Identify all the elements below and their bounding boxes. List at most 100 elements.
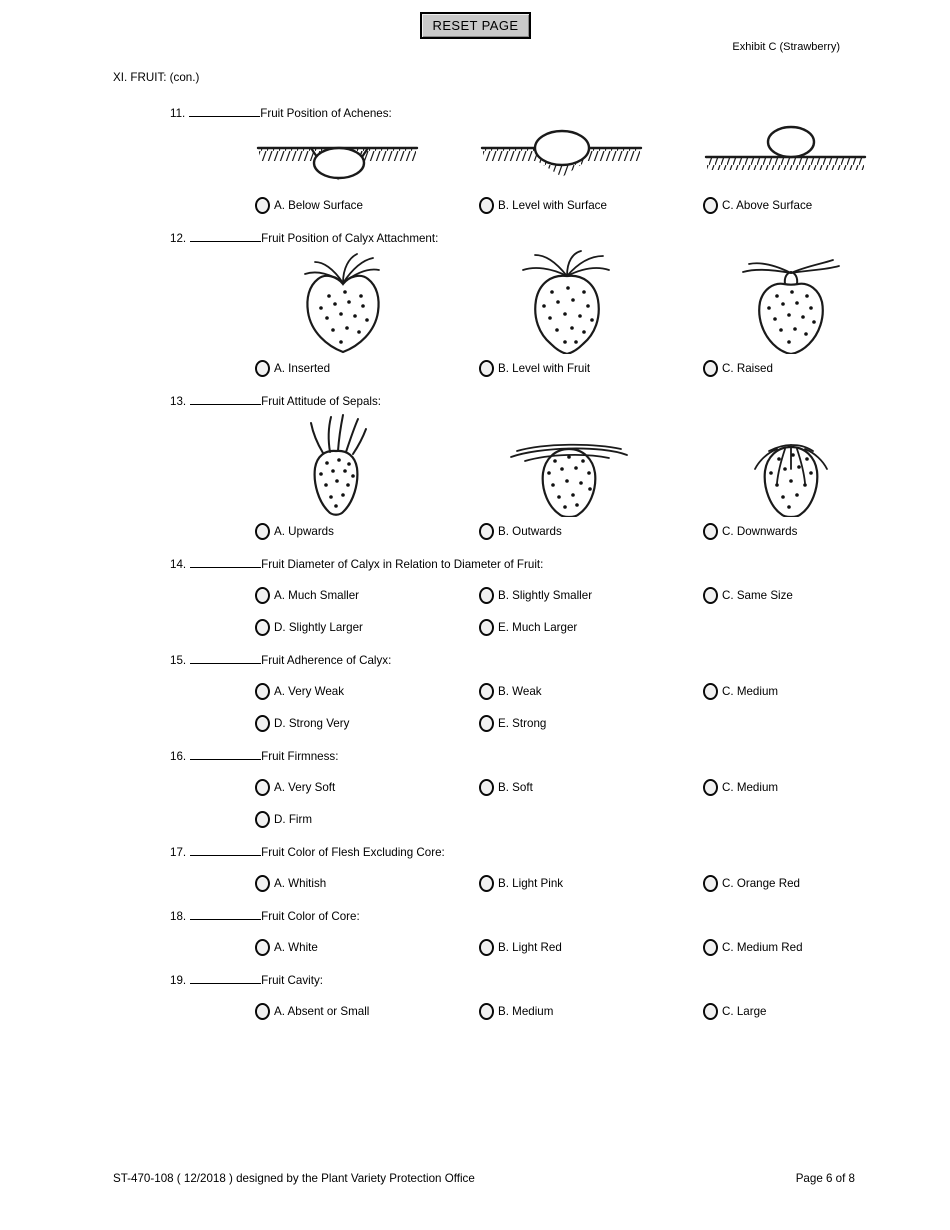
option-16c: C. Medium bbox=[703, 779, 927, 796]
question-11-title: 11.Fruit Position of Achenes: bbox=[170, 105, 950, 120]
question-14-title: 14.Fruit Diameter of Calyx in Relation t… bbox=[170, 556, 950, 571]
answer-field-13[interactable] bbox=[190, 393, 262, 405]
radio-17a[interactable] bbox=[255, 875, 270, 892]
radio-16b[interactable] bbox=[479, 779, 494, 796]
option-label: A. Very Weak bbox=[274, 685, 345, 698]
radio-18b[interactable] bbox=[479, 939, 494, 956]
option-13b: B. Outwards bbox=[479, 523, 703, 540]
radio-18c[interactable] bbox=[703, 939, 718, 956]
option-label: C. Large bbox=[722, 1005, 767, 1018]
option-label: A. Upwards bbox=[274, 525, 334, 538]
radio-16d[interactable] bbox=[255, 811, 270, 828]
answer-field-14[interactable] bbox=[190, 556, 262, 568]
strawberry-sepals-outwards-illustration bbox=[479, 411, 703, 517]
answer-field-18[interactable] bbox=[190, 908, 262, 920]
question-13-illustrations bbox=[255, 411, 950, 517]
question-number: 11. bbox=[170, 107, 186, 120]
radio-17c[interactable] bbox=[703, 875, 718, 892]
question-18: 18.Fruit Color of Core: A. White B. Ligh… bbox=[0, 908, 950, 956]
question-13-title: 13.Fruit Attitude of Sepals: bbox=[170, 393, 950, 408]
question-number: 14. bbox=[170, 558, 187, 571]
option-17a: A. Whitish bbox=[255, 875, 479, 892]
achene-level-with-surface-illustration bbox=[479, 123, 703, 191]
radio-11a[interactable] bbox=[255, 197, 270, 214]
radio-19b[interactable] bbox=[479, 1003, 494, 1020]
option-14c: C. Same Size bbox=[703, 587, 927, 604]
answer-field-15[interactable] bbox=[190, 652, 262, 664]
radio-12a[interactable] bbox=[255, 360, 270, 377]
question-14-options-row-2: D. Slightly Larger E. Much Larger bbox=[255, 619, 950, 636]
question-number: 19. bbox=[170, 974, 187, 987]
radio-16c[interactable] bbox=[703, 779, 718, 796]
radio-14c[interactable] bbox=[703, 587, 718, 604]
question-number: 16. bbox=[170, 750, 187, 763]
question-11-options: A. Below Surface B. Level with Surface C… bbox=[255, 197, 950, 214]
option-12c: C. Raised bbox=[703, 360, 927, 377]
radio-19a[interactable] bbox=[255, 1003, 270, 1020]
question-13: 13.Fruit Attitude of Sepals: bbox=[0, 393, 950, 540]
question-19: 19.Fruit Cavity: A. Absent or Small B. M… bbox=[0, 972, 950, 1020]
radio-13a[interactable] bbox=[255, 523, 270, 540]
option-label: B. Level with Fruit bbox=[498, 362, 591, 375]
radio-12c[interactable] bbox=[703, 360, 718, 377]
option-13c: C. Downwards bbox=[703, 523, 927, 540]
question-number: 12. bbox=[170, 232, 187, 245]
answer-field-17[interactable] bbox=[190, 844, 262, 856]
option-label: D. Strong Very bbox=[274, 717, 350, 730]
reset-page-button[interactable]: RESET PAGE bbox=[420, 12, 531, 39]
radio-12b[interactable] bbox=[479, 360, 494, 377]
question-12-illustrations bbox=[255, 248, 950, 354]
answer-field-11[interactable] bbox=[189, 105, 261, 117]
answer-field-19[interactable] bbox=[190, 972, 262, 984]
radio-14e[interactable] bbox=[479, 619, 494, 636]
option-label: A. White bbox=[274, 941, 318, 954]
question-18-options: A. White B. Light Red C. Medium Red bbox=[255, 939, 950, 956]
question-text: Fruit Position of Calyx Attachment: bbox=[261, 232, 439, 245]
option-label: A. Very Soft bbox=[274, 781, 336, 794]
radio-11c[interactable] bbox=[703, 197, 718, 214]
option-18a: A. White bbox=[255, 939, 479, 956]
option-19c: C. Large bbox=[703, 1003, 927, 1020]
question-16: 16.Fruit Firmness: A. Very Soft B. Soft … bbox=[0, 748, 950, 828]
option-12a: A. Inserted bbox=[255, 360, 479, 377]
option-17b: B. Light Pink bbox=[479, 875, 703, 892]
option-label: B. Light Pink bbox=[498, 877, 564, 890]
option-14d: D. Slightly Larger bbox=[255, 619, 479, 636]
radio-14b[interactable] bbox=[479, 587, 494, 604]
answer-field-16[interactable] bbox=[190, 748, 262, 760]
answer-field-12[interactable] bbox=[190, 230, 262, 242]
option-19a: A. Absent or Small bbox=[255, 1003, 479, 1020]
question-11: 11.Fruit Position of Achenes: bbox=[0, 105, 950, 214]
option-label: D. Firm bbox=[274, 813, 312, 826]
strawberry-sepals-downwards-illustration bbox=[703, 411, 927, 517]
radio-18a[interactable] bbox=[255, 939, 270, 956]
radio-14d[interactable] bbox=[255, 619, 270, 636]
option-label: C. Medium Red bbox=[722, 941, 803, 954]
radio-17b[interactable] bbox=[479, 875, 494, 892]
option-label: C. Raised bbox=[722, 362, 773, 375]
radio-11b[interactable] bbox=[479, 197, 494, 214]
option-label: B. Level with Surface bbox=[498, 199, 607, 212]
radio-13b[interactable] bbox=[479, 523, 494, 540]
question-11-illustrations bbox=[255, 123, 950, 191]
radio-16a[interactable] bbox=[255, 779, 270, 796]
option-15e: E. Strong bbox=[479, 715, 703, 732]
option-label: B. Weak bbox=[498, 685, 542, 698]
option-label: B. Light Red bbox=[498, 941, 562, 954]
radio-19c[interactable] bbox=[703, 1003, 718, 1020]
radio-15d[interactable] bbox=[255, 715, 270, 732]
radio-15c[interactable] bbox=[703, 683, 718, 700]
question-17-title: 17.Fruit Color of Flesh Excluding Core: bbox=[170, 844, 950, 859]
option-label: B. Slightly Smaller bbox=[498, 589, 593, 602]
option-label: E. Strong bbox=[498, 717, 547, 730]
option-15d: D. Strong Very bbox=[255, 715, 479, 732]
radio-15a[interactable] bbox=[255, 683, 270, 700]
radio-15e[interactable] bbox=[479, 715, 494, 732]
option-11c: C. Above Surface bbox=[703, 197, 927, 214]
option-label: C. Medium bbox=[722, 685, 779, 698]
question-number: 18. bbox=[170, 910, 187, 923]
radio-13c[interactable] bbox=[703, 523, 718, 540]
radio-15b[interactable] bbox=[479, 683, 494, 700]
radio-14a[interactable] bbox=[255, 587, 270, 604]
